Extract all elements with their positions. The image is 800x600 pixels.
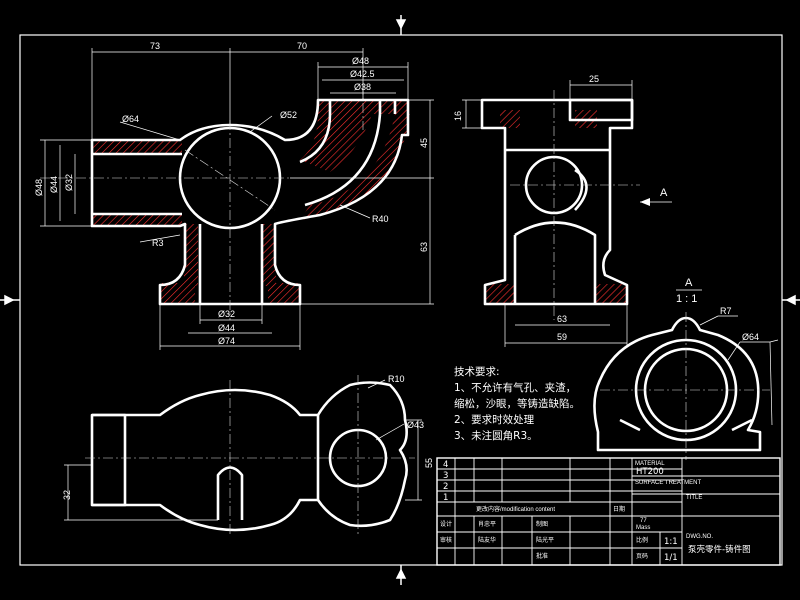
tb-title-label: TITLE (686, 495, 702, 501)
dim-dia42-5: Ø42.5 (350, 69, 375, 79)
tb-scale-label: 比例 (636, 536, 648, 544)
dim-dia48-left: Ø48 (34, 179, 44, 196)
top-view-dims (64, 379, 422, 521)
notes-line-1: 1、不允许有气孔、夹渣， (454, 381, 576, 394)
tb-row-2: 2 (443, 482, 448, 492)
view-a-dims (699, 315, 779, 426)
dim-r3: R3 (152, 238, 164, 248)
tb-design-label: 设计 (440, 520, 452, 528)
tb-page-label: 页码 (636, 552, 648, 560)
dim-45: 45 (419, 138, 429, 148)
title-block-grid (436, 457, 781, 566)
view-a (593, 316, 762, 452)
tb-page: 1/1 (664, 553, 678, 563)
centering-marks (0, 15, 800, 585)
front-view-dims (40, 48, 434, 350)
dim-r7: R7 (720, 306, 732, 316)
tb-designer: 肖忠平 (478, 520, 496, 528)
side-view (480, 98, 634, 306)
tb-material-label: MATERIAL (635, 461, 665, 467)
tb-checker: 陆友华 (478, 536, 496, 544)
tb-draw-name: 陆光平 (536, 536, 554, 544)
top-view (90, 381, 408, 532)
dim-73: 73 (150, 41, 160, 51)
tb-row-3: 3 (443, 471, 448, 481)
tb-dwg-label: DWG.NO. (686, 534, 713, 540)
tb-date-label: 日期 (613, 505, 625, 513)
notes-line-2: 缩松，沙眼，等铸造缺陷。 (454, 397, 580, 410)
tb-approve-label: 批准 (536, 552, 548, 560)
view-a-arrowhead (640, 198, 650, 206)
top-view-centerlines (85, 375, 415, 535)
view-a-centerlines (600, 312, 770, 460)
view-a-scale: 1 : 1 (676, 293, 697, 305)
dim-dia64: Ø64 (122, 114, 139, 124)
dim-59: 59 (557, 332, 567, 342)
tb-drawing-label: 制图 (536, 520, 548, 528)
dim-25: 25 (589, 74, 599, 84)
dim-dia52: Ø52 (280, 110, 297, 120)
notes-line-4: 3、未注圆角R3。 (454, 429, 538, 442)
dim-16: 16 (453, 111, 463, 121)
side-view-dims (462, 80, 672, 347)
view-a-arrow-label: A (660, 187, 668, 199)
dim-32-vertical: 32 (62, 490, 72, 500)
tb-check-label: 审核 (440, 536, 452, 544)
tb-mass: 77 (640, 518, 647, 524)
dim-dia38: Ø38 (354, 82, 371, 92)
view-a-title: A (685, 277, 693, 289)
tb-row-1: 1 (443, 493, 448, 503)
dim-dia48-top: Ø48 (352, 56, 369, 66)
tb-modification-label: 更改内容/modification content (476, 505, 555, 513)
tb-mass-label: Mass (636, 525, 650, 531)
dim-dia43: Ø43 (407, 420, 424, 430)
dim-55: 55 (424, 458, 434, 468)
dim-63-horizontal: 63 (557, 314, 567, 324)
front-view (90, 98, 410, 306)
side-view-centerlines (510, 90, 640, 320)
notes-line-3: 2、要求时效处理 (454, 413, 535, 426)
tb-part-name: 泵壳零件-铸件图 (688, 544, 751, 555)
dim-r40: R40 (372, 214, 389, 224)
dim-r10: R10 (388, 374, 405, 384)
dim-dia32-left: Ø32 (64, 174, 74, 191)
dim-70: 70 (297, 41, 307, 51)
tb-material: HT200 (636, 467, 664, 477)
notes-title: 技术要求: (454, 365, 500, 378)
tb-treatment-label: SURFACE TREATMENT (635, 480, 701, 486)
dim-dia44-left: Ø44 (49, 176, 59, 193)
tb-row-4: 4 (443, 460, 448, 470)
dim-dia74-bottom: Ø74 (218, 336, 235, 346)
dim-dia32-bottom: Ø32 (218, 309, 235, 319)
dim-63-vertical: 63 (419, 242, 429, 252)
dim-dia44-bottom: Ø44 (218, 323, 235, 333)
dim-dia64-right: Ø64 (742, 332, 759, 342)
tb-scale: 1:1 (664, 537, 678, 547)
